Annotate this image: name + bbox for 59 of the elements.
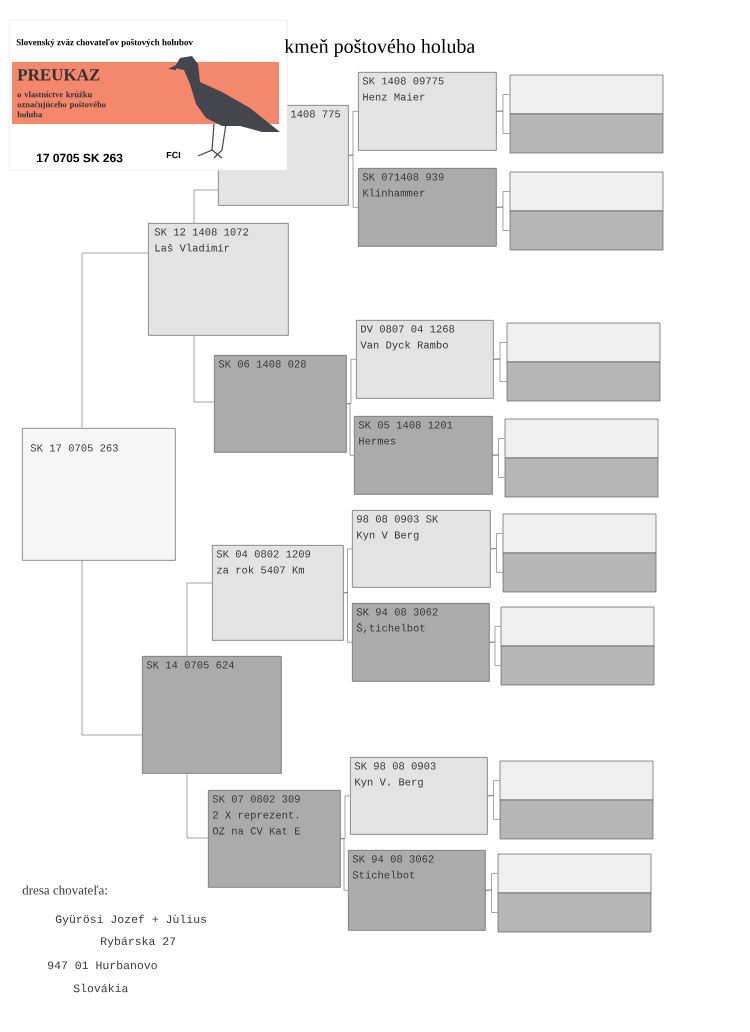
- pedigree-box-half: [497, 892, 652, 933]
- card-title: PREUKAZ: [17, 69, 100, 81]
- pedigree-box-half: [500, 606, 655, 647]
- pedigree-box: SK 17 0705 263: [22, 428, 176, 561]
- pedigree-box: SK 12 1408 1072 Laš Vladimír: [148, 223, 289, 336]
- pedigree-box: SK 1408 09775 Henz Maier: [358, 72, 497, 151]
- card-text: o vlastníctve krúžku označujúceho poštového holuba: [17, 91, 106, 118]
- pedigree-box: SK 94 08 3062 Stichelbot: [348, 850, 486, 931]
- connector-line: [346, 403, 355, 456]
- connector-line: [193, 189, 219, 224]
- pedigree-box-half: [502, 552, 657, 593]
- pedigree-box-half: [506, 322, 661, 363]
- connector-line: [343, 592, 353, 643]
- pedigree-box: SK 94 08 3062 Š,tichelbot: [352, 603, 490, 682]
- connector-line: [489, 641, 501, 666]
- pedigree-box: SK 06 1408 028: [214, 355, 347, 453]
- connector-line: [186, 582, 213, 657]
- pedigree-box-half: [509, 113, 664, 154]
- pedigree-box: SK 07 0802 309 2 X reprezent. OZ na CV Kat E: [208, 790, 341, 888]
- connector-line: [81, 560, 143, 736]
- pedigree-box-half: [509, 210, 664, 251]
- address-heading: dresa chovateľa:: [22, 885, 107, 895]
- pedigree-box-half: [506, 361, 661, 402]
- connector-line: [186, 773, 209, 839]
- pedigree-box-half: [499, 799, 654, 840]
- pedigree-box: SK 98 08 0903 Kyn V. Berg: [350, 757, 488, 835]
- pedigree-box-half: [509, 74, 664, 115]
- pedigree-box: SK 05 1408 1201 Hermes: [354, 416, 493, 495]
- connector-line: [496, 206, 510, 231]
- connector-line: [496, 110, 510, 134]
- address-line: 947 01 Hurbanovo: [48, 960, 157, 970]
- connector-line: [348, 154, 359, 208]
- connector-line: [492, 454, 505, 478]
- pedigree-box-half: [497, 853, 652, 894]
- card-heading: Slovenský zväz chovateľov poštových holubov: [16, 38, 193, 48]
- address-line: Gyürösi Jozef + Jùlius: [55, 914, 207, 926]
- pedigree-box-half: [502, 513, 657, 554]
- pedigree-box: 98 08 0903 SK Kyn V Berg: [352, 510, 491, 588]
- connector-line: [485, 889, 498, 913]
- pedigree-box-half: [504, 457, 659, 498]
- connector-line: [340, 838, 349, 891]
- connector-line: [193, 335, 215, 403]
- connector-line: [487, 795, 500, 820]
- connector-line: [81, 252, 149, 429]
- pedigree-box-half: [499, 760, 654, 801]
- connector-line: [490, 548, 503, 573]
- pedigree-box: DV 0807 04 1268 Van Dyck Rambo: [356, 320, 494, 399]
- ring-number: 17 0705 SK 263: [36, 153, 123, 163]
- pedigree-box-half: [504, 418, 659, 459]
- page-title: kmeň poštového holuba: [284, 38, 475, 58]
- card-text: FCI: [166, 151, 181, 159]
- address-line: Slovákia: [73, 983, 128, 993]
- pedigree-box: SK 04 0802 1209 za rok 5407 Km: [212, 545, 344, 641]
- pedigree-box: SK 071408 939 Klinhammer: [358, 168, 497, 247]
- connector-line: [493, 358, 507, 382]
- address-line: Rybárska 27: [101, 936, 176, 948]
- pedigree-box: SK 14 0705 624: [142, 656, 282, 774]
- pedigree-box-half: [500, 645, 655, 686]
- pedigree-box-half: [509, 171, 664, 212]
